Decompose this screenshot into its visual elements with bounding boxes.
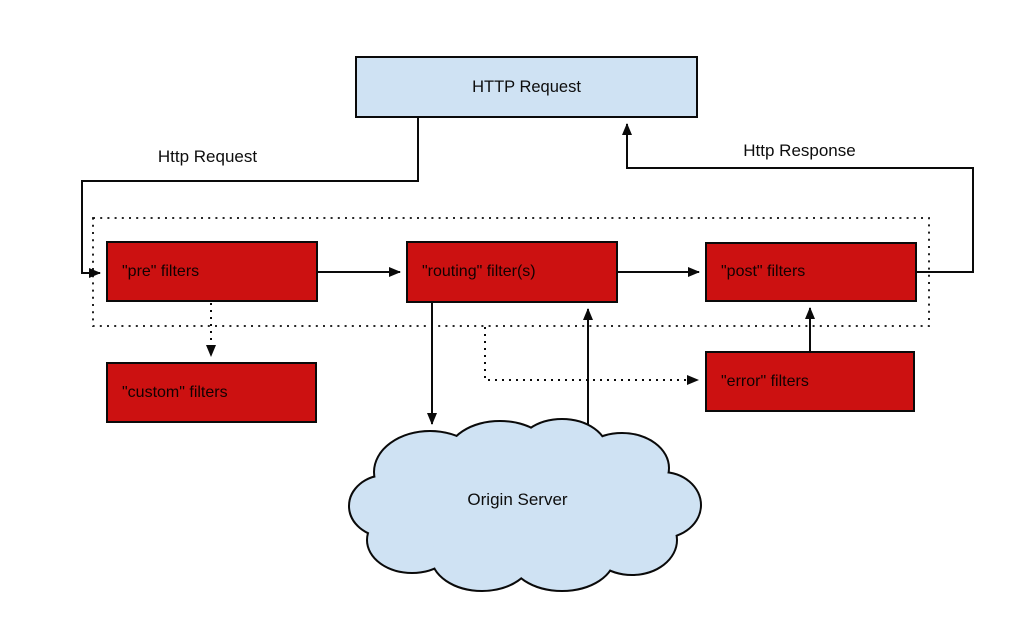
http-response-flow-label: Http Response bbox=[743, 141, 856, 160]
custom-filters-label: "custom" filters bbox=[122, 383, 228, 401]
http-request-label: HTTP Request bbox=[472, 77, 581, 96]
edge-filters-to-error bbox=[484, 327, 699, 385]
http-request-box: HTTP Request bbox=[355, 56, 698, 118]
filter-container-dotted-border bbox=[92, 217, 930, 327]
origin-server-label: Origin Server bbox=[467, 490, 568, 509]
error-filters-label: "error" filters bbox=[721, 372, 809, 390]
error-filters-box: "error" filters bbox=[705, 351, 915, 412]
origin-server-cloud bbox=[348, 418, 702, 592]
post-filters-box: "post" filters bbox=[705, 242, 917, 302]
post-filters-label: "post" filters bbox=[721, 263, 806, 280]
routing-filters-label: "routing" filter(s) bbox=[422, 263, 536, 280]
http-request-flow-label: Http Request bbox=[157, 147, 258, 166]
edge-post-to-http-request bbox=[622, 123, 974, 273]
edge-http-request-to-pre bbox=[81, 118, 419, 278]
routing-filters-box: "routing" filter(s) bbox=[406, 241, 618, 303]
pre-filters-label: "pre" filters bbox=[122, 262, 200, 280]
pre-filters-box: "pre" filters bbox=[106, 241, 318, 302]
custom-filters-box: "custom" filters bbox=[106, 362, 317, 423]
